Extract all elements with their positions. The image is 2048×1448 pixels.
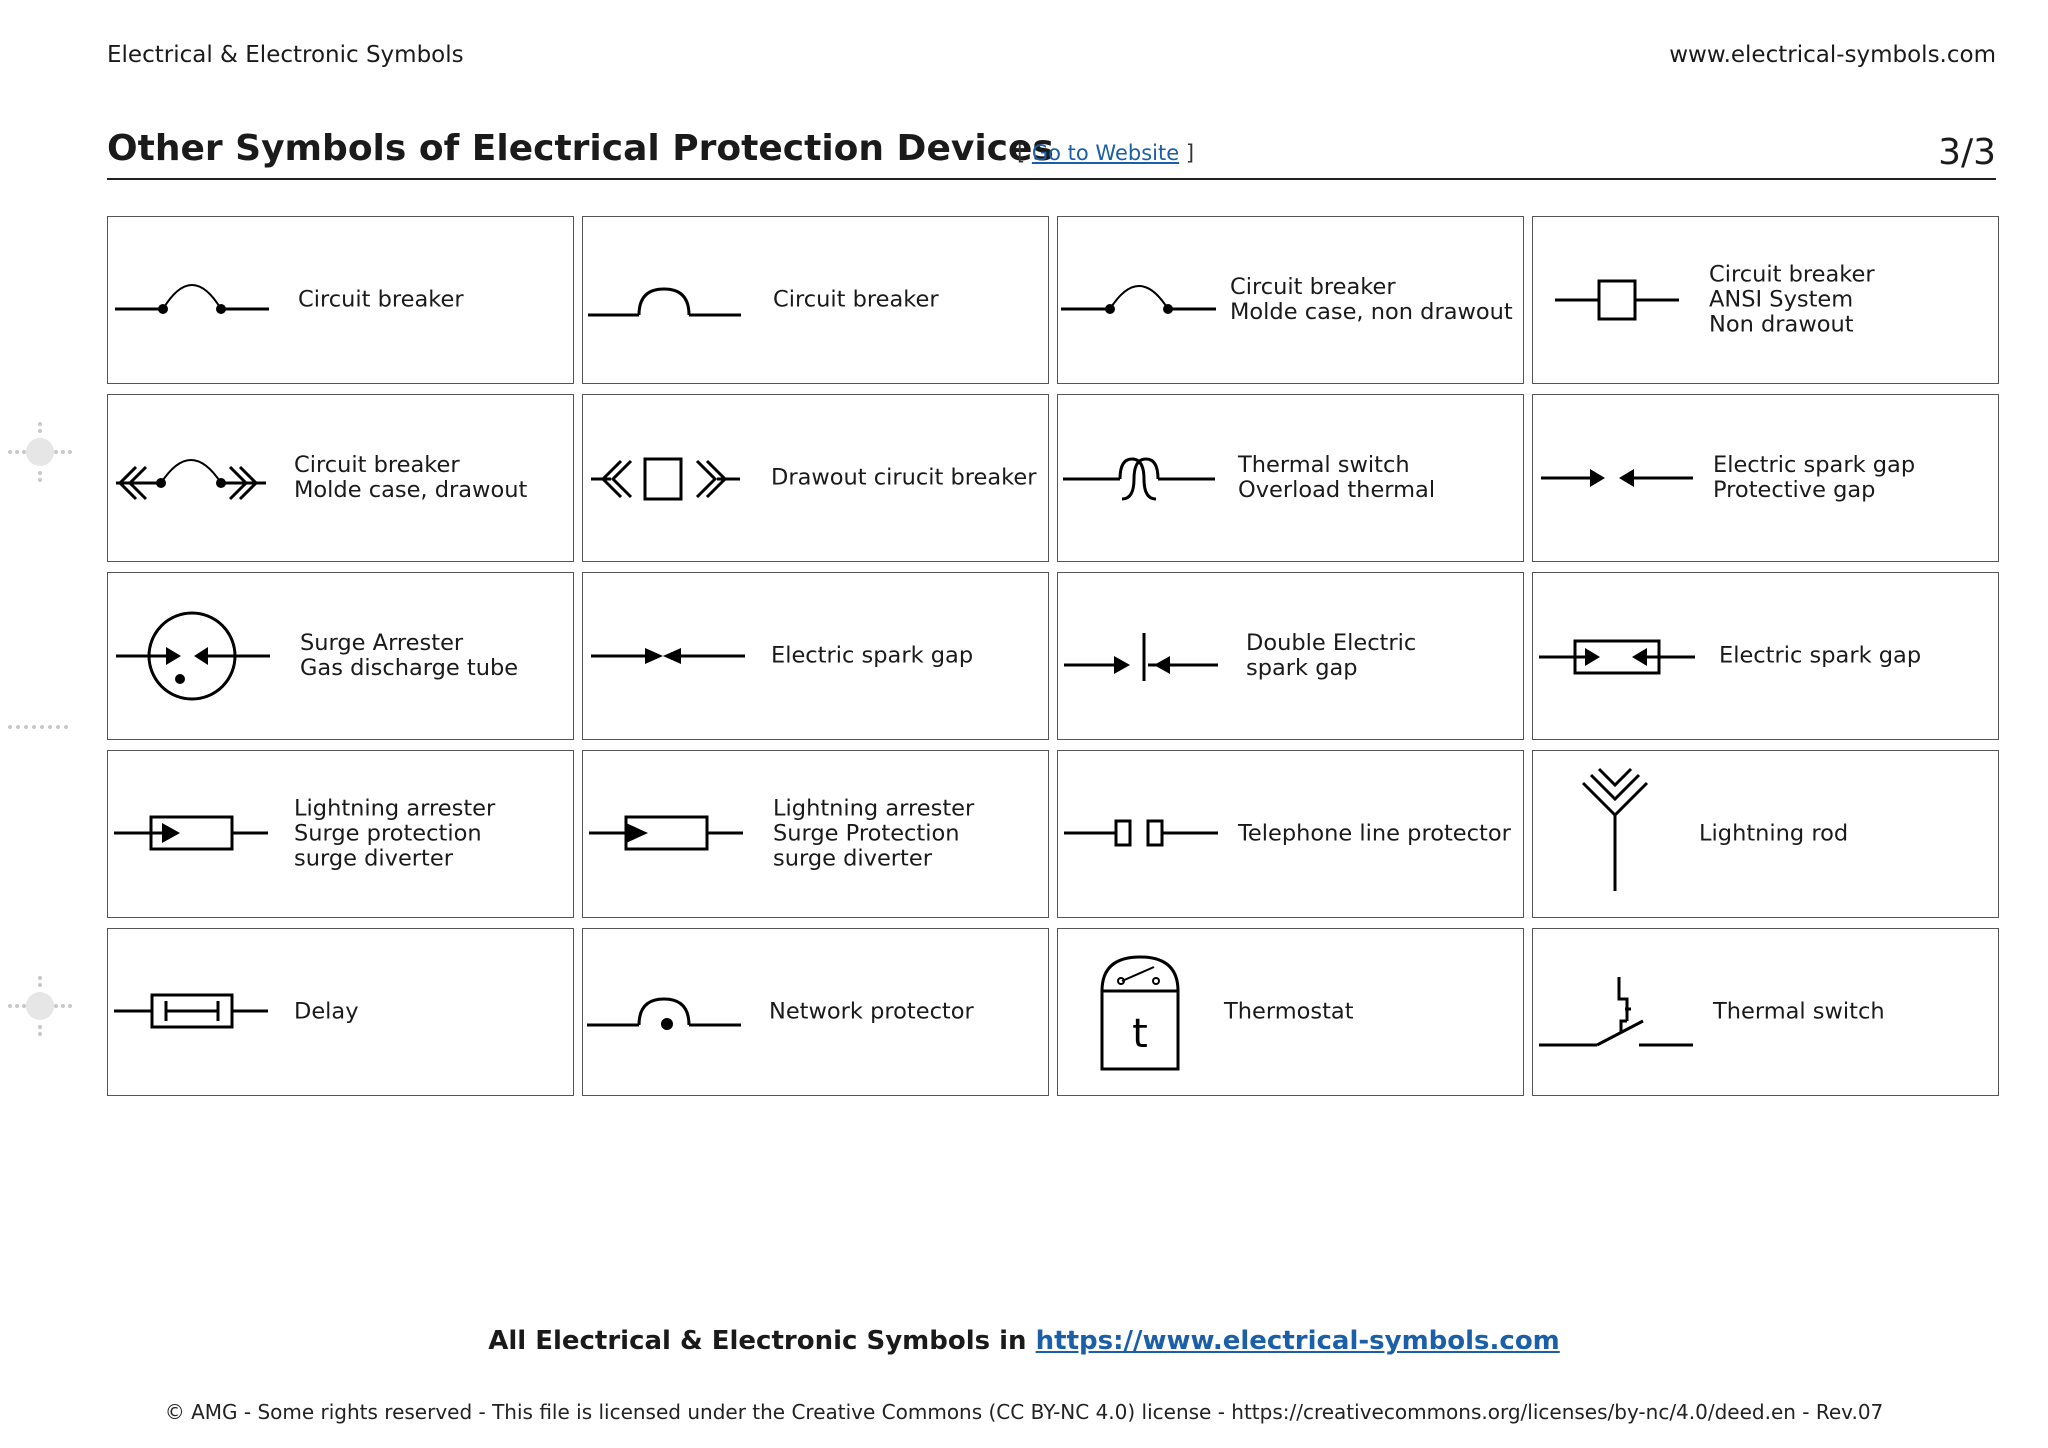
footer-website-link[interactable]: https://www.electrical-symbols.com bbox=[1035, 1326, 1560, 1356]
symbol-cell: Thermal switch Overload thermal bbox=[1057, 394, 1524, 562]
symbol-cell: Lightning arrester Surge Protection surg… bbox=[582, 750, 1049, 918]
lightning-arrester-icon bbox=[114, 815, 268, 851]
thermostat-icon: t bbox=[1100, 955, 1180, 1071]
thermostat-letter: t bbox=[1132, 1011, 1148, 1057]
footer-license: © AMG - Some rights reserved - This file… bbox=[164, 1400, 1884, 1424]
symbol-cell: Drawout cirucit breaker bbox=[582, 394, 1049, 562]
symbol-cell: Lightning rod bbox=[1532, 750, 1999, 918]
spark-gap-protective-icon bbox=[1541, 469, 1693, 487]
title-row: Other Symbols of Electrical Protection D… bbox=[107, 128, 1996, 180]
telephone-line-protector-icon bbox=[1064, 819, 1218, 847]
symbol-cell: Circuit breaker ANSI System Non drawout bbox=[1532, 216, 1999, 384]
spark-gap-icon bbox=[591, 648, 745, 664]
symbol-label: Telephone line protector bbox=[1238, 820, 1511, 847]
symbol-label: Circuit breaker bbox=[773, 286, 939, 313]
symbol-cell: Circuit breaker bbox=[582, 216, 1049, 384]
symbol-label: Double Electric spark gap bbox=[1246, 630, 1417, 681]
symbol-cell: Lightning arrester Surge protection surg… bbox=[107, 750, 574, 918]
header-website: www.electrical-symbols.com bbox=[1669, 42, 1996, 68]
symbol-cell: Circuit breaker Molde case, drawout bbox=[107, 394, 574, 562]
footer-main: All Electrical & Electronic Symbols in h… bbox=[0, 1326, 2048, 1356]
lightning-arrester-alt-icon bbox=[589, 815, 743, 851]
symbol-cell: Network protector bbox=[582, 928, 1049, 1096]
surge-arrester-gas-tube-icon bbox=[116, 611, 270, 701]
lightning-rod-icon bbox=[1581, 767, 1649, 891]
go-to-website: [ Go to Website ] bbox=[1017, 141, 1194, 165]
drawout-breaker-icon bbox=[591, 457, 740, 501]
page-title: Other Symbols of Electrical Protection D… bbox=[107, 128, 1054, 169]
go-to-website-link[interactable]: Go to Website bbox=[1031, 141, 1180, 165]
delay-icon bbox=[114, 993, 268, 1029]
symbol-cell: Circuit breaker bbox=[107, 216, 574, 384]
dotted-mark-icon bbox=[8, 725, 68, 729]
symbol-label: Circuit breaker bbox=[298, 286, 464, 313]
spark-gap-box-icon bbox=[1539, 639, 1695, 675]
symbol-cell: Double Electric spark gap bbox=[1057, 572, 1524, 740]
symbol-label: Electric spark gap Protective gap bbox=[1713, 452, 1916, 503]
symbol-label: Lightning arrester Surge protection surg… bbox=[294, 795, 496, 872]
symbol-label: Circuit breaker Molde case, non drawout bbox=[1230, 274, 1513, 325]
symbol-cell: Telephone line protector bbox=[1057, 750, 1524, 918]
symbol-label: Electric spark gap bbox=[771, 642, 974, 669]
symbol-label: Thermostat bbox=[1224, 998, 1354, 1025]
symbol-cell: t Thermostat bbox=[1057, 928, 1524, 1096]
symbol-cell: Surge Arrester Gas discharge tube bbox=[107, 572, 574, 740]
symbol-label: Surge Arrester Gas discharge tube bbox=[300, 630, 519, 681]
symbol-cell: Electric spark gap Protective gap bbox=[1532, 394, 1999, 562]
page-number: 3/3 bbox=[1938, 132, 1996, 173]
symbol-cell: Thermal switch bbox=[1532, 928, 1999, 1096]
symbol-label: Lightning arrester Surge Protection surg… bbox=[773, 795, 975, 872]
goto-close-bracket: ] bbox=[1179, 141, 1195, 165]
symbol-label: Network protector bbox=[769, 998, 974, 1025]
symbol-label: Circuit breaker ANSI System Non drawout bbox=[1709, 261, 1875, 338]
symbol-label: Thermal switch Overload thermal bbox=[1238, 452, 1436, 503]
symbol-grid: Circuit breaker Circuit breaker Circuit … bbox=[107, 216, 1999, 1096]
registration-mark-bottom-icon bbox=[8, 976, 72, 1036]
symbol-cell: Electric spark gap bbox=[1532, 572, 1999, 740]
circuit-breaker-molded-icon bbox=[1061, 285, 1216, 314]
thermal-switch-icon bbox=[1539, 977, 1693, 1047]
circuit-breaker-dots-icon bbox=[115, 284, 269, 314]
registration-mark-icon bbox=[8, 422, 72, 482]
symbol-label: Drawout cirucit breaker bbox=[771, 464, 1037, 491]
symbol-cell: Electric spark gap bbox=[582, 572, 1049, 740]
circuit-breaker-drawout-icon bbox=[116, 459, 266, 501]
footer-main-prefix: All Electrical & Electronic Symbols in bbox=[488, 1326, 1036, 1356]
circuit-breaker-arc-icon bbox=[588, 287, 741, 317]
header-left-title: Electrical & Electronic Symbols bbox=[107, 42, 464, 68]
symbol-label: Electric spark gap bbox=[1719, 642, 1922, 669]
symbol-label: Thermal switch bbox=[1713, 998, 1885, 1025]
circuit-breaker-ansi-icon bbox=[1555, 279, 1679, 321]
goto-open-bracket: [ bbox=[1017, 141, 1032, 165]
symbol-cell: Delay bbox=[107, 928, 574, 1096]
symbol-label: Circuit breaker Molde case, drawout bbox=[294, 452, 528, 503]
network-protector-icon bbox=[587, 997, 741, 1030]
symbol-label: Lightning rod bbox=[1699, 820, 1849, 847]
symbol-cell: Circuit breaker Molde case, non drawout bbox=[1057, 216, 1524, 384]
symbol-label: Delay bbox=[294, 998, 359, 1025]
thermal-switch-overload-icon bbox=[1063, 457, 1215, 501]
double-spark-gap-icon bbox=[1064, 633, 1218, 681]
